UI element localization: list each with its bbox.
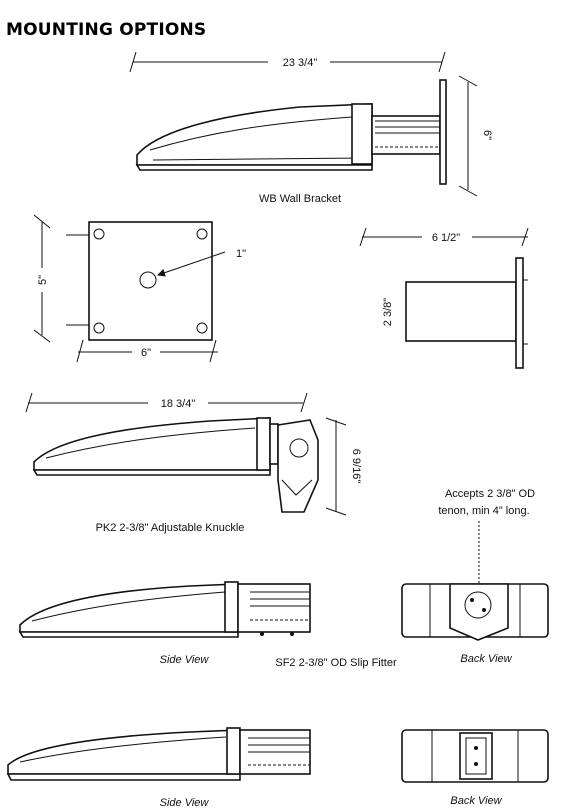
knuckle-length-label: 18 3/4": [161, 398, 196, 410]
wall-bracket-drawing: 23 3/4" 6" WB Wall Bracket: [129, 51, 493, 205]
arm-drawing: 6 1/2" 2 3/8": [359, 227, 529, 369]
slip-fitter-back-view-label: Back View: [460, 653, 512, 665]
knuckle-height-label: 6 9/16": [350, 449, 362, 484]
bottom-mount-drawing: Side View Back View: [6, 727, 549, 808]
knuckle-drawing: 18 3/4" 6 9/16" PK2 2-3/8" Adjustable Kn…: [25, 392, 362, 534]
bottom-back-view-label: Back View: [450, 795, 502, 807]
knuckle-caption: PK2 2-3/8" Adjustable Knuckle: [96, 522, 245, 534]
slip-fitter-note-line1: Accepts 2 3/8" OD: [445, 488, 535, 500]
arm-height-label: 2 3/8": [382, 298, 394, 326]
plate-height-label: 5": [37, 275, 49, 285]
wall-bracket-caption: WB Wall Bracket: [259, 193, 341, 205]
slip-fitter-drawing: Accepts 2 3/8" OD tenon, min 4" long. Si…: [18, 488, 549, 669]
plate-width-label: 6": [141, 347, 151, 359]
mounting-plate-drawing: 1" 5" 6": [33, 214, 246, 363]
arm-length-label: 6 1/2": [432, 232, 460, 244]
bottom-side-view-label: Side View: [160, 797, 210, 808]
wall-bracket-height-label: 6": [481, 130, 493, 140]
slip-fitter-note-line2: tenon, min 4" long.: [438, 505, 529, 517]
slip-fitter-caption: SF2 2-3/8" OD Slip Fitter: [275, 657, 397, 669]
page-title: MOUNTING OPTIONS: [6, 20, 206, 40]
plate-hole-label: 1": [236, 248, 246, 260]
slip-fitter-side-view-label: Side View: [160, 654, 210, 666]
wall-bracket-length-label: 23 3/4": [283, 57, 318, 69]
